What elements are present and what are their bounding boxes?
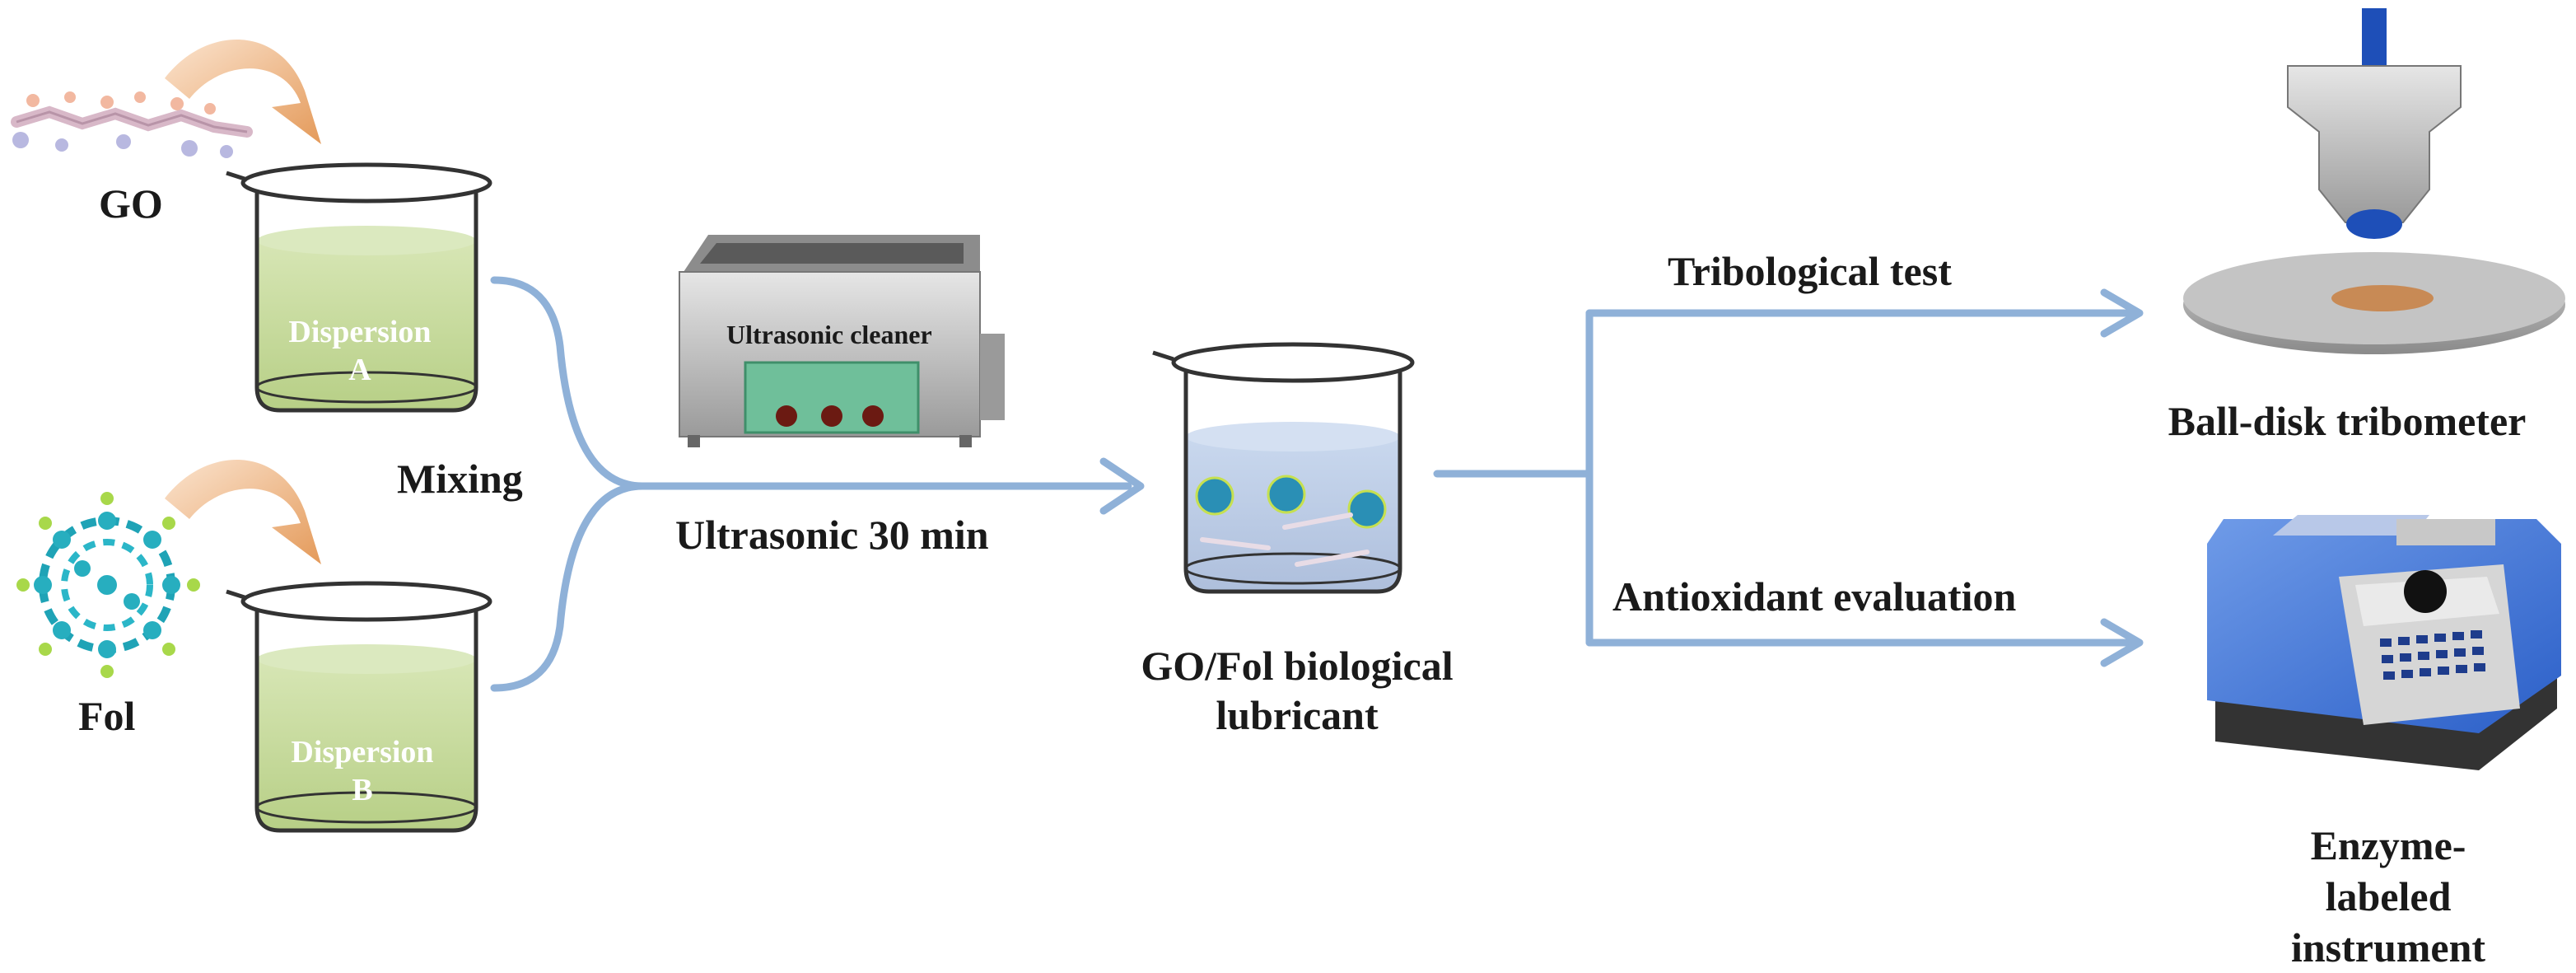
- enzyme-labeled-instrument-icon: [2207, 515, 2561, 770]
- ultrasonic-cleaner-icon: [679, 235, 1005, 447]
- mixing-arrow: [490, 276, 1145, 692]
- beaker-a: [226, 162, 492, 413]
- product-label: GO/Fol biological lubricant: [1141, 643, 1454, 738]
- flow-diagram: GO Fol Dispersion A Dispersion B Mixing …: [11, 8, 2565, 971]
- antioxidant-evaluation-label: Antioxidant evaluation: [1612, 573, 2017, 620]
- dispersion-a-label: Dispersion A: [288, 315, 432, 387]
- ball-disk-tribometer-icon: [2183, 8, 2565, 354]
- beaker-b: [226, 581, 492, 833]
- product-beaker: [1152, 342, 1415, 594]
- dispersion-b-label: Dispersion B: [291, 735, 434, 807]
- fol-molecule-icon: [16, 492, 200, 678]
- go-sheet-icon: [11, 91, 253, 158]
- ultrasonic-cleaner-label: Ultrasonic cleaner: [726, 320, 932, 349]
- ball-disk-label: Ball-disk tribometer: [2168, 398, 2527, 444]
- ultrasonic-time-label: Ultrasonic 30 min: [675, 512, 989, 558]
- add-fol-arrow-icon: [165, 459, 321, 564]
- fol-label: Fol: [78, 693, 136, 739]
- branch-arrow: [1433, 288, 2144, 667]
- enzyme-instrument-label: Enzyme-labeled instrument: [2290, 822, 2486, 971]
- tribological-test-label: Tribological test: [1668, 248, 1952, 294]
- go-label: GO: [99, 180, 163, 227]
- mixing-label: Mixing: [397, 456, 523, 502]
- add-go-arrow-icon: [165, 39, 321, 145]
